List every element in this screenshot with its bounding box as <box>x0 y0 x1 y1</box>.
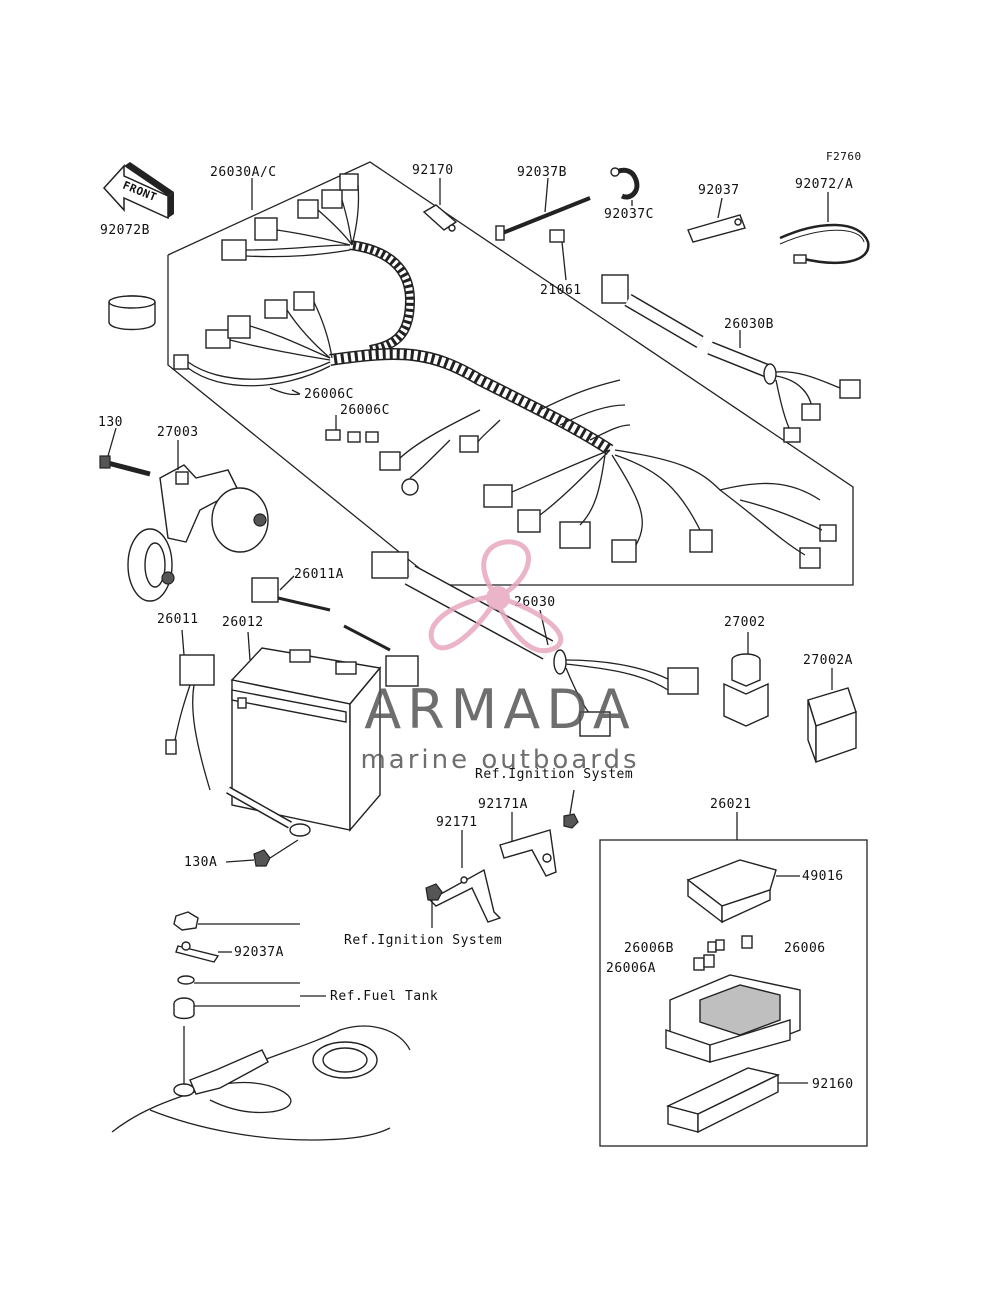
part-92171A <box>499 789 579 877</box>
main-harness-26030ac <box>173 173 837 569</box>
label-92171: 92171 <box>436 815 478 830</box>
label-92037A: 92037A <box>234 945 284 960</box>
label-49016: 49016 <box>802 869 844 884</box>
propeller-logo-icon <box>428 539 564 653</box>
part-26030B <box>601 274 861 443</box>
front-arrow-icon: FRONT <box>102 162 174 220</box>
label-92072A: 92072/A <box>795 177 853 192</box>
part-21061 <box>549 229 567 281</box>
watermark: ARMADA marine outboards <box>360 539 639 775</box>
part-92037A-stack <box>173 911 326 1085</box>
label-92160: 92160 <box>812 1077 854 1092</box>
part-49016-cover <box>686 859 800 924</box>
part-26021-fusebox <box>665 974 801 1063</box>
part-26030 <box>371 551 699 737</box>
part-26012-battery <box>230 631 382 832</box>
part-92072A <box>779 192 870 264</box>
part-92072B <box>108 295 156 331</box>
label-26011A: 26011A <box>294 567 344 582</box>
label-26006C-1: 26006C <box>304 387 354 402</box>
label-92037: 92037 <box>698 183 740 198</box>
part-27002A <box>807 668 857 763</box>
label-92072B: 92072B <box>100 223 150 238</box>
label-26012: 26012 <box>222 615 264 630</box>
ref-fuel-tank: Ref.Fuel Tank <box>330 989 438 1004</box>
fuse-box-frame <box>599 839 868 1147</box>
part-26011A <box>251 577 419 687</box>
part-92171 <box>425 830 502 928</box>
part-26011 <box>165 629 215 791</box>
propeller-hub <box>486 586 510 610</box>
ref-ignition-system-2: Ref.Ignition System <box>344 933 502 948</box>
part-26006-fuses <box>693 935 753 971</box>
part-92037B <box>495 177 591 241</box>
leader-lines <box>251 178 741 591</box>
ref-ignition-system-1: Ref.Ignition System <box>475 767 633 782</box>
label-92171A: 92171A <box>478 797 528 812</box>
label-26011: 26011 <box>157 612 199 627</box>
part-27002 <box>723 632 769 727</box>
label-130A: 130A <box>184 855 217 870</box>
part-130A <box>225 786 311 867</box>
part-27003-horn <box>99 427 269 602</box>
label-27003: 27003 <box>157 425 199 440</box>
label-92037B: 92037B <box>517 165 567 180</box>
label-27002A: 27002A <box>803 653 853 668</box>
label-26006A: 26006A <box>606 961 656 976</box>
label-92037C: 92037C <box>604 207 654 222</box>
part-92037 <box>687 197 746 243</box>
fuel-tank-outline <box>111 1025 411 1141</box>
watermark-brand: ARMADA <box>364 678 636 741</box>
label-27002: 27002 <box>724 615 766 630</box>
label-92170: 92170 <box>412 163 454 178</box>
label-26006: 26006 <box>784 941 826 956</box>
label-26030AC: 26030A/C <box>210 165 277 180</box>
figure-code: F2760 <box>826 150 862 163</box>
harness-box-outline <box>167 161 854 586</box>
watermark-tagline: marine outboards <box>360 745 639 775</box>
label-26030B: 26030B <box>724 317 774 332</box>
part-92037C <box>610 167 640 206</box>
label-26021: 26021 <box>710 797 752 812</box>
part-92170 <box>422 178 458 232</box>
label-26006B: 26006B <box>624 941 674 956</box>
label-130: 130 <box>98 415 123 430</box>
part-92160-base <box>665 1067 808 1134</box>
label-21061: 21061 <box>540 283 582 298</box>
label-26006C-2: 26006C <box>340 403 390 418</box>
